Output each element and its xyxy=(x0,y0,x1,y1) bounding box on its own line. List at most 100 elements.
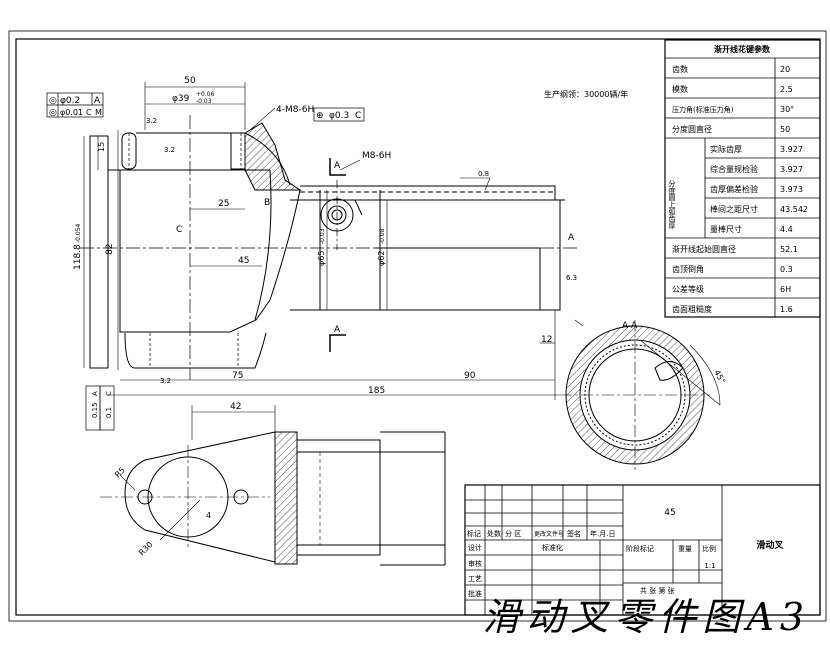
title-header: 年.月.日 xyxy=(590,529,615,538)
spline-table-text: 渐开线花键参数 齿数 20 模数 2.5 压力角(标准压力角) 30° 分度圆直… xyxy=(668,44,808,314)
title-header: 签名 xyxy=(567,529,581,538)
spline-table-title: 渐开线花键参数 xyxy=(714,44,771,54)
outer-border xyxy=(8,30,827,622)
title-block-text: 45 滑动叉 1:1 标记 处数 分 区 更改文件号 签名 年.月.日 设计 审… xyxy=(467,508,784,598)
spline-group-row-value: 43.542 xyxy=(780,205,808,214)
datum-c: C xyxy=(176,225,182,235)
gt-frame-position: ⊕ φ0.3 C xyxy=(313,107,365,122)
spline-group-row-label: 棒间之距尺寸 xyxy=(710,204,758,214)
gt-left1-val: 0.15 xyxy=(91,402,99,418)
production-note: 生产纲领：30000辆/年 xyxy=(544,89,628,99)
spline-group-row-label: 实际齿厚 xyxy=(710,144,742,154)
spline-table-grid xyxy=(664,39,821,318)
angle-45: 45° xyxy=(712,369,727,386)
gt-left1-ref: A xyxy=(91,391,99,396)
gt-left2-val: 0.1 xyxy=(105,407,113,418)
main-view xyxy=(80,115,580,380)
rough-32-side: 3.2 xyxy=(164,146,175,154)
dim-bore-39: φ39 xyxy=(172,94,190,104)
dim-bore-39-upper: +0.06 xyxy=(196,91,215,98)
title-header: 分 区 xyxy=(505,529,521,538)
spline-row-label: 齿顶倒角 xyxy=(672,264,704,274)
rough-63: 6.3 xyxy=(566,274,577,282)
title-weight-label: 重量 xyxy=(678,545,692,553)
spline-group-row-value: 3.927 xyxy=(780,165,803,174)
rough-32-bottom: 3.2 xyxy=(160,377,171,385)
title-ratio-label: 比例 xyxy=(702,544,716,553)
spline-row-value: 50 xyxy=(780,125,790,134)
spline-row-label: 压力角(标准压力角) xyxy=(672,105,734,114)
gt-block1-ref1: A xyxy=(94,96,101,106)
gt-block1-mod: M xyxy=(95,108,102,117)
rough-32-top: 3.2 xyxy=(146,117,157,125)
datum-b: B xyxy=(264,198,270,208)
spline-row-value: 2.5 xyxy=(780,85,793,94)
dim-82: 82 xyxy=(105,244,115,255)
section-label: A-A xyxy=(622,321,638,331)
title-sheet-label: 共 张 第 张 xyxy=(640,586,675,595)
rough-08: 0.8 xyxy=(478,170,489,178)
dim-25: 25 xyxy=(218,199,229,209)
dim-42: 42 xyxy=(230,402,241,412)
title-left-row: 工艺 xyxy=(468,575,482,583)
title-left-row: 设计 xyxy=(468,543,482,552)
gt-block1-val1: φ0.2 xyxy=(60,96,80,106)
gt-position-icon: ⊕ xyxy=(316,111,324,121)
spline-row-label: 齿数 xyxy=(672,64,688,74)
dim-45: 45 xyxy=(238,256,249,266)
dim-118: 118.8 xyxy=(73,244,83,270)
gt-position-ref: C xyxy=(355,111,361,121)
gt-block1-ref2: C xyxy=(86,108,92,117)
title-stage-label: 阶段标记 xyxy=(626,544,654,553)
spline-row-label: 模数 xyxy=(672,84,688,94)
gt-position-value: φ0.3 xyxy=(329,111,349,121)
gt-frame-left: 0.15 A 0.1 C xyxy=(85,385,115,431)
title-header: 更改文件号 xyxy=(534,530,564,538)
scale-value: 1:1 xyxy=(704,562,715,570)
dim-12: 12 xyxy=(541,335,552,345)
spline-row-label: 渐开线起始圆直径 xyxy=(672,244,736,254)
gt-left2-ref: C xyxy=(105,391,113,396)
spline-row-value: 0.3 xyxy=(780,265,793,274)
spline-row-value: 1.6 xyxy=(780,305,793,314)
spline-group-row-label: 量棒尺寸 xyxy=(710,224,742,234)
spline-group-row-value: 4.4 xyxy=(780,225,793,234)
gt-runout-icon: ◎ xyxy=(49,96,57,106)
dim-118-tol: -0.054 xyxy=(75,223,82,243)
dim-d65-tol: -0.03 xyxy=(319,228,326,244)
spline-row-value: 6H xyxy=(780,285,791,294)
dim-15: 15 xyxy=(97,142,106,152)
spline-group-row-label: 综合量规检验 xyxy=(710,164,758,174)
title-std-label: 标准化 xyxy=(542,543,563,552)
dim-185: 185 xyxy=(368,386,385,396)
dim-4: 4 xyxy=(206,511,211,520)
drawing-caption: 滑动叉零件图A3 xyxy=(482,595,810,639)
main-dimension-lines xyxy=(83,82,584,400)
dim-90: 90 xyxy=(464,371,476,381)
section-marker-top: A xyxy=(334,161,341,171)
spline-group-row-value: 3.973 xyxy=(780,185,803,194)
spline-row-label: 公差等级 xyxy=(672,284,704,294)
gt-frame-top-left: ◎ φ0.2 A ◎ φ0.01 C M xyxy=(46,92,104,118)
thread-4m8: 4-M8-6H xyxy=(276,105,314,115)
gt-concentric-icon: ◎ xyxy=(49,108,57,118)
dim-r5: R5 xyxy=(113,466,127,480)
title-header: 处数 xyxy=(487,529,501,538)
gt-block1-val2: φ0.01 xyxy=(60,108,83,117)
dim-d62-tol: -0.08 xyxy=(379,228,386,244)
title-block-grid xyxy=(464,484,821,616)
spline-row-label: 分度圆直径 xyxy=(672,124,712,134)
dim-d65: φ65 xyxy=(317,251,326,266)
spline-row-label: 齿面粗糙度 xyxy=(672,304,712,314)
spline-group-row-label: 齿厚偏差检验 xyxy=(710,184,758,194)
annotations: 生产纲领：30000辆/年 A-A A A 50 φ39 +0.06 -0.03… xyxy=(46,76,727,557)
dim-d62: φ62 xyxy=(377,251,386,266)
spline-group-label: 分度圆上弧齿厚 xyxy=(668,179,676,230)
caption-banner: 滑动叉零件图A3 xyxy=(482,595,810,639)
spline-row-value: 52.1 xyxy=(780,245,798,254)
dim-bore-39-lower: -0.03 xyxy=(196,98,212,105)
part-name: 滑动叉 xyxy=(756,539,784,551)
dim-50: 50 xyxy=(184,76,196,86)
datum-a: A xyxy=(568,233,575,243)
